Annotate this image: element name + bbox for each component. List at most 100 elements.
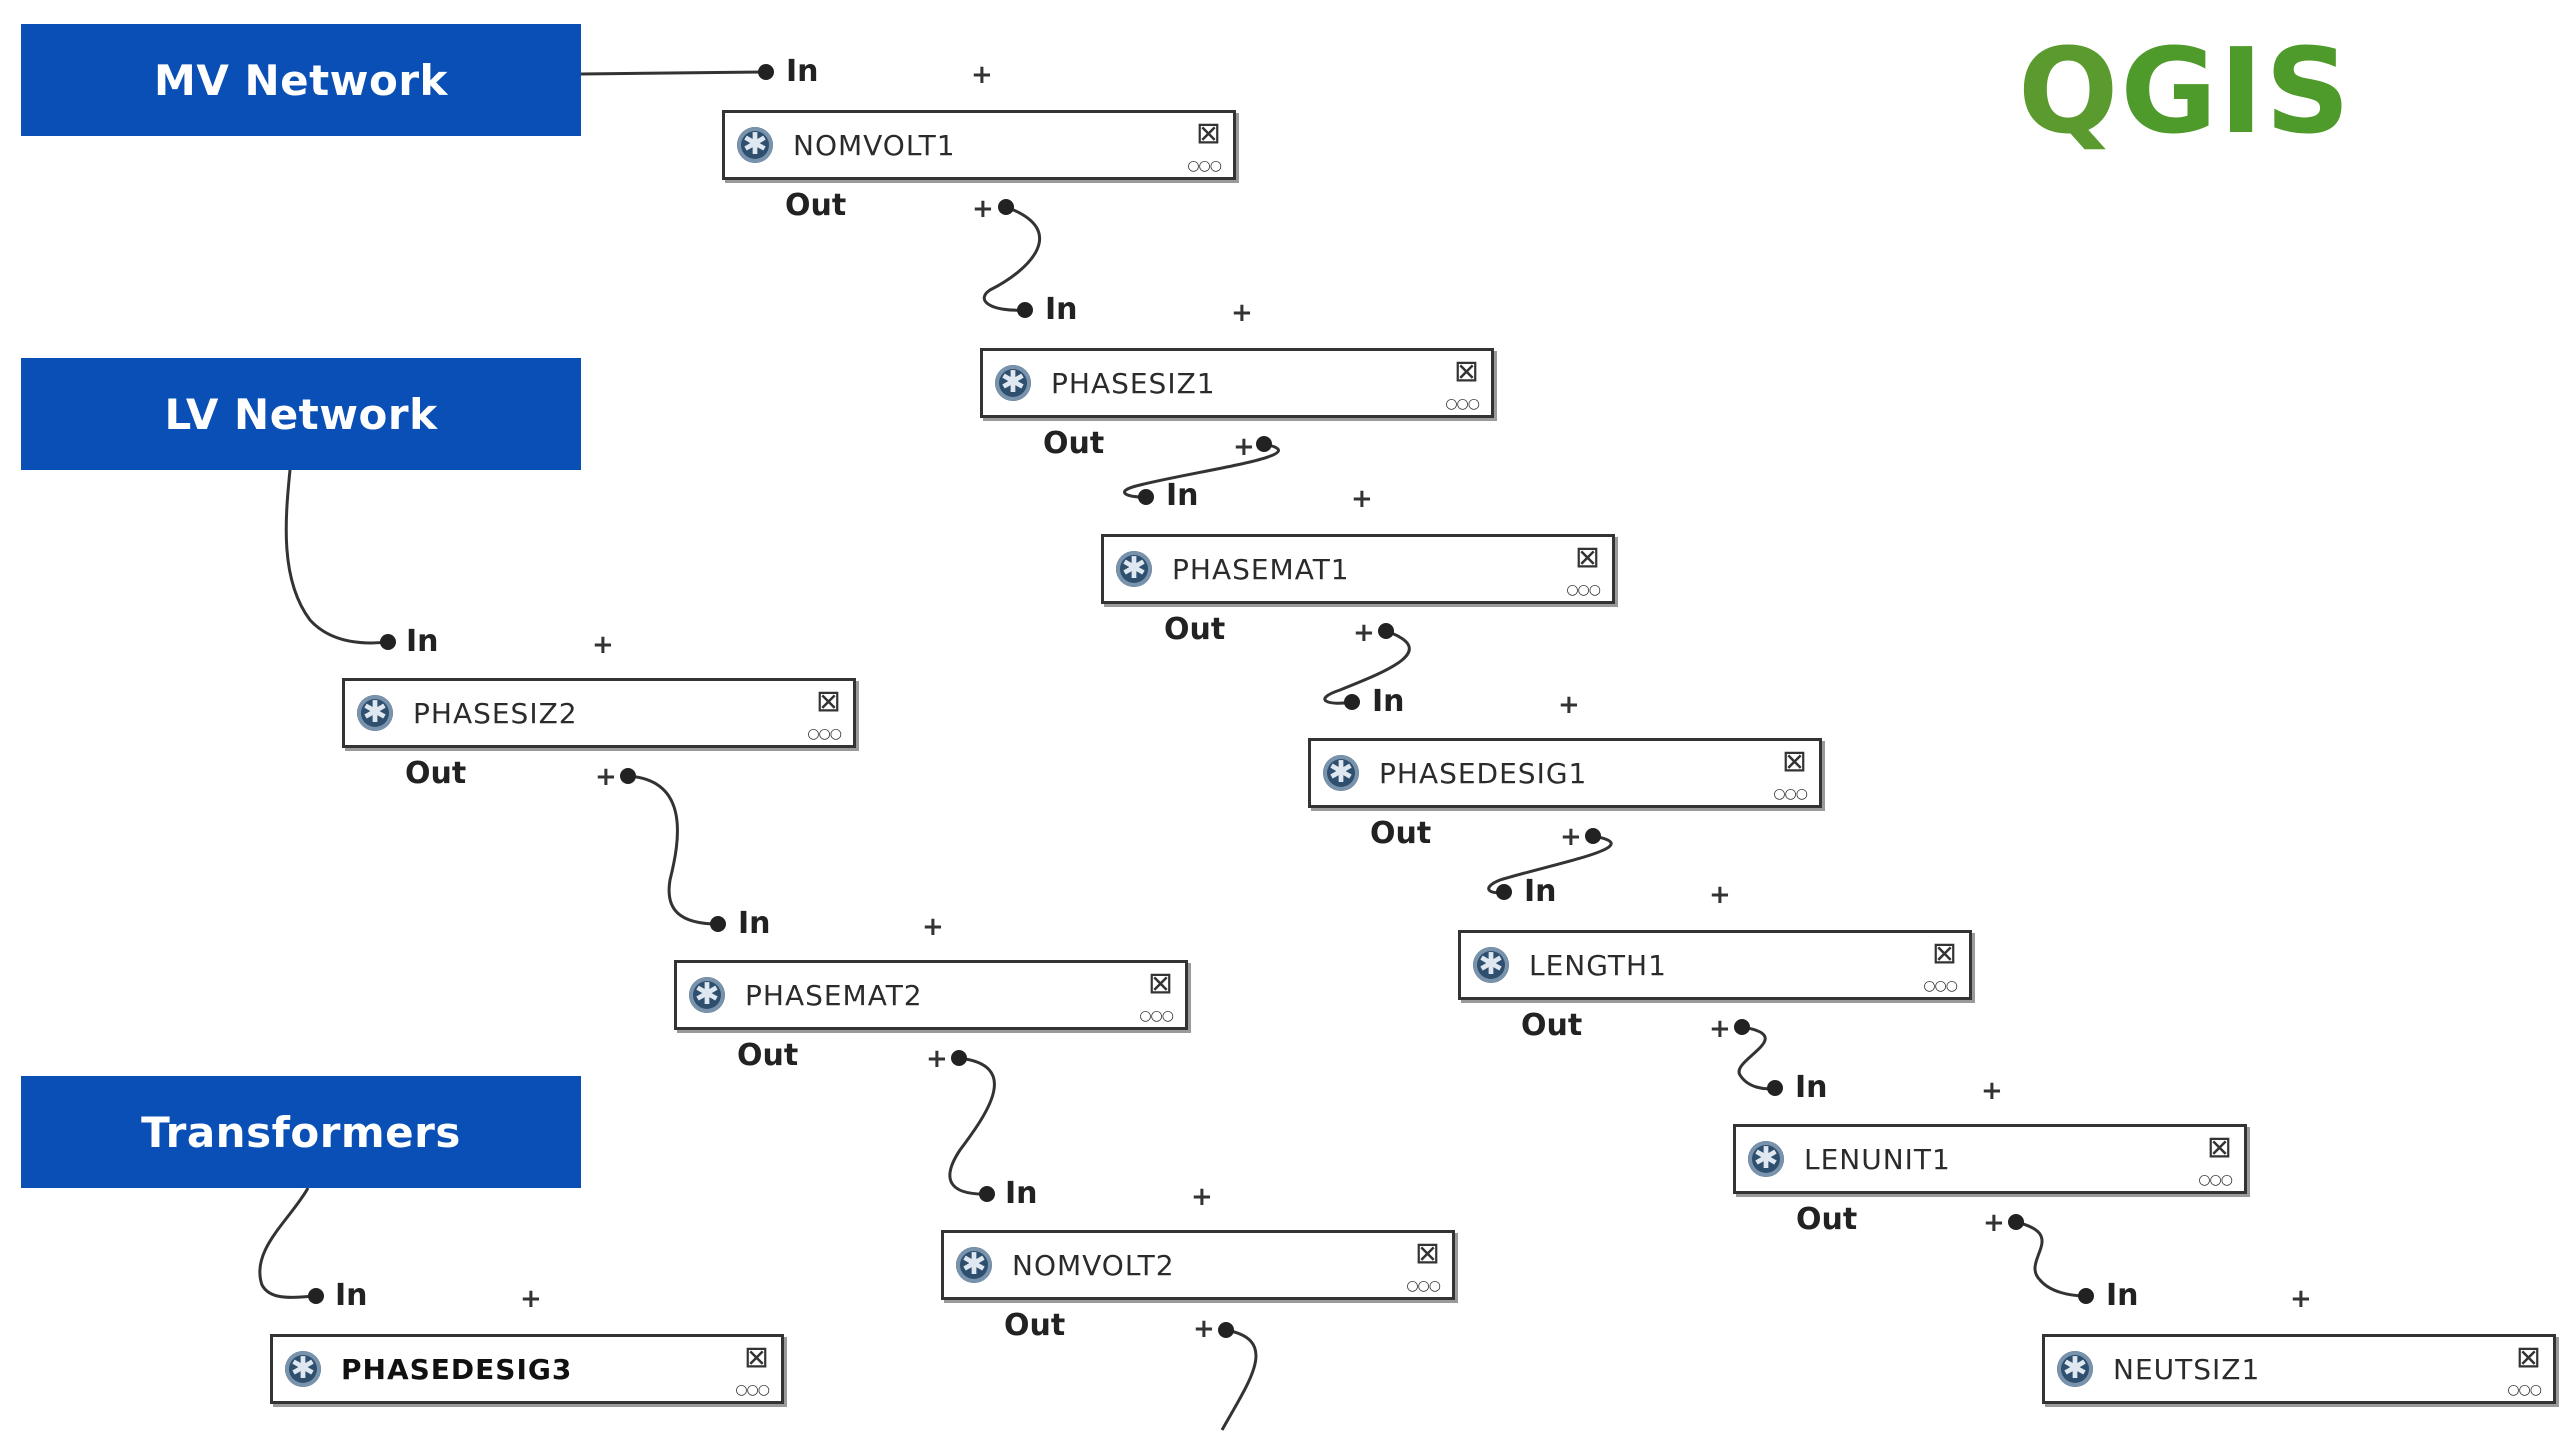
node-name: PHASEDESIG3 bbox=[341, 1352, 573, 1386]
edge-mv-nomvolt1 bbox=[580, 70, 767, 76]
node-phasesiz1[interactable]: PHASESIZ1 ⊠ ○○○ bbox=[980, 348, 1494, 418]
add-port-icon[interactable]: + bbox=[1231, 298, 1253, 328]
add-port-icon[interactable]: + bbox=[1193, 1314, 1215, 1344]
node-name: PHASEMAT1 bbox=[1172, 552, 1350, 586]
close-icon[interactable]: ⊠ bbox=[1781, 744, 1807, 779]
logo-text: GIS bbox=[2120, 22, 2353, 160]
close-icon[interactable]: ⊠ bbox=[1453, 354, 1479, 389]
logo-q: Q bbox=[2018, 22, 2121, 160]
group-lv-network[interactable]: LV Network bbox=[21, 358, 581, 470]
node-phasemat1[interactable]: PHASEMAT1 ⊠ ○○○ bbox=[1101, 534, 1615, 604]
add-port-icon[interactable]: + bbox=[971, 60, 993, 90]
node-neutsiz1[interactable]: NEUTSIZ1 ⊠ ○○○ bbox=[2042, 1334, 2556, 1404]
port-in-label: In bbox=[1166, 478, 1199, 513]
node-phasemat2[interactable]: PHASEMAT2 ⊠ ○○○ bbox=[674, 960, 1188, 1030]
add-port-icon[interactable]: + bbox=[1709, 880, 1731, 910]
more-icon[interactable]: ○○○ bbox=[1406, 1278, 1441, 1294]
node-name: PHASESIZ1 bbox=[1051, 366, 1216, 400]
add-port-icon[interactable]: + bbox=[1981, 1076, 2003, 1106]
node-name: PHASESIZ2 bbox=[413, 696, 578, 730]
edge-nomvolt1-phasesiz1 bbox=[982, 205, 1042, 312]
port-out-label: Out bbox=[1004, 1308, 1066, 1343]
port-out-label: Out bbox=[1043, 426, 1105, 461]
more-icon[interactable]: ○○○ bbox=[1923, 978, 1958, 994]
node-name: NOMVOLT1 bbox=[793, 128, 956, 162]
close-icon[interactable]: ⊠ bbox=[1147, 966, 1173, 1001]
port-in-label: In bbox=[738, 906, 771, 941]
add-port-icon[interactable]: + bbox=[1353, 618, 1375, 648]
close-icon[interactable]: ⊠ bbox=[743, 1340, 769, 1375]
more-icon[interactable]: ○○○ bbox=[1773, 786, 1808, 802]
gear-icon bbox=[1323, 749, 1359, 797]
more-icon[interactable]: ○○○ bbox=[2507, 1382, 2542, 1398]
gear-icon bbox=[1116, 545, 1152, 593]
close-icon[interactable]: ⊠ bbox=[2515, 1340, 2541, 1375]
node-phasesiz2[interactable]: PHASESIZ2 ⊠ ○○○ bbox=[342, 678, 856, 748]
add-port-icon[interactable]: + bbox=[592, 630, 614, 660]
port-in-label: In bbox=[406, 624, 439, 659]
more-icon[interactable]: ○○○ bbox=[735, 1382, 770, 1398]
more-icon[interactable]: ○○○ bbox=[807, 726, 842, 742]
port-in-label: In bbox=[1005, 1176, 1038, 1211]
more-icon[interactable]: ○○○ bbox=[1445, 396, 1480, 412]
gear-icon bbox=[357, 689, 393, 737]
edge-phasemat2-nomvolt2 bbox=[948, 1056, 996, 1196]
edge-lv-phasesiz2 bbox=[284, 469, 389, 645]
close-icon[interactable]: ⊠ bbox=[1414, 1236, 1440, 1271]
node-nomvolt1[interactable]: NOMVOLT1 ⊠ ○○○ bbox=[722, 110, 1236, 180]
add-port-icon[interactable]: + bbox=[1191, 1182, 1213, 1212]
gear-icon bbox=[956, 1241, 992, 1289]
close-icon[interactable]: ⊠ bbox=[1195, 116, 1221, 151]
edge-phasesiz1-phasemat1 bbox=[1123, 442, 1280, 499]
add-port-icon[interactable]: + bbox=[1351, 484, 1373, 514]
add-port-icon[interactable]: + bbox=[595, 762, 617, 792]
add-port-icon[interactable]: + bbox=[1233, 432, 1255, 462]
add-port-icon[interactable]: + bbox=[1560, 822, 1582, 852]
edge-phasemat1-phasedesig1 bbox=[1323, 629, 1411, 705]
close-icon[interactable]: ⊠ bbox=[1574, 540, 1600, 575]
more-icon[interactable]: ○○○ bbox=[2198, 1172, 2233, 1188]
gear-icon bbox=[995, 359, 1031, 407]
add-port-icon[interactable]: + bbox=[1709, 1014, 1731, 1044]
node-phasedesig1[interactable]: PHASEDESIG1 ⊠ ○○○ bbox=[1308, 738, 1822, 808]
node-name: PHASEDESIG1 bbox=[1379, 756, 1588, 790]
add-port-icon[interactable]: + bbox=[922, 912, 944, 942]
port-out-label: Out bbox=[737, 1038, 799, 1073]
add-port-icon[interactable]: + bbox=[972, 194, 994, 224]
more-icon[interactable]: ○○○ bbox=[1187, 158, 1222, 174]
port-out-label: Out bbox=[1164, 612, 1226, 647]
close-icon[interactable]: ⊠ bbox=[1931, 936, 1957, 971]
add-port-icon[interactable]: + bbox=[1558, 690, 1580, 720]
gear-icon bbox=[1473, 941, 1509, 989]
add-port-icon[interactable]: + bbox=[926, 1044, 948, 1074]
edge-nomvolt2-out bbox=[1220, 1328, 1258, 1431]
edge-lenunit1-neutsiz1 bbox=[2015, 1220, 2087, 1298]
node-length1[interactable]: LENGTH1 ⊠ ○○○ bbox=[1458, 930, 1972, 1000]
add-port-icon[interactable]: + bbox=[520, 1284, 542, 1314]
node-name: PHASEMAT2 bbox=[745, 978, 923, 1012]
node-name: NEUTSIZ1 bbox=[2113, 1352, 2261, 1386]
port-in-label: In bbox=[335, 1278, 368, 1313]
port-out-label: Out bbox=[1521, 1008, 1583, 1043]
node-lenunit1[interactable]: LENUNIT1 ⊠ ○○○ bbox=[1733, 1124, 2247, 1194]
gear-icon bbox=[285, 1345, 321, 1393]
gear-icon bbox=[2057, 1345, 2093, 1393]
node-name: LENGTH1 bbox=[1529, 948, 1667, 982]
node-phasedesig3[interactable]: PHASEDESIG3 ⊠ ○○○ bbox=[270, 1334, 784, 1404]
add-port-icon[interactable]: + bbox=[1983, 1208, 2005, 1238]
port-out-label: Out bbox=[405, 756, 467, 791]
port-in-label: In bbox=[786, 54, 819, 89]
close-icon[interactable]: ⊠ bbox=[2206, 1130, 2232, 1165]
port-out-label: Out bbox=[1370, 816, 1432, 851]
group-mv-network[interactable]: MV Network bbox=[21, 24, 581, 136]
gear-icon bbox=[1748, 1135, 1784, 1183]
node-name: NOMVOLT2 bbox=[1012, 1248, 1175, 1282]
close-icon[interactable]: ⊠ bbox=[815, 684, 841, 719]
more-icon[interactable]: ○○○ bbox=[1139, 1008, 1174, 1024]
more-icon[interactable]: ○○○ bbox=[1566, 582, 1601, 598]
node-nomvolt2[interactable]: NOMVOLT2 ⊠ ○○○ bbox=[941, 1230, 1455, 1300]
add-port-icon[interactable]: + bbox=[2290, 1284, 2312, 1314]
port-out-label: Out bbox=[785, 188, 847, 223]
group-transformers[interactable]: Transformers bbox=[21, 1076, 581, 1188]
port-out-label: Out bbox=[1796, 1202, 1858, 1237]
